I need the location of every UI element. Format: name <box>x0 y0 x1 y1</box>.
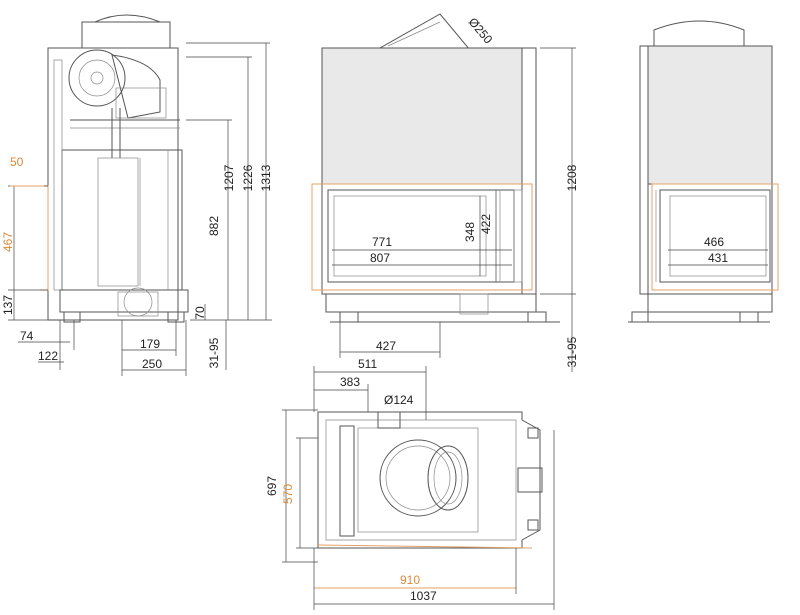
dim-383: 383 <box>340 375 360 389</box>
top-view-dimensions <box>282 366 555 610</box>
dim-427: 427 <box>376 339 396 353</box>
dim-570: 570 <box>281 484 295 504</box>
dim-466: 466 <box>704 235 724 249</box>
side-view-dimensions <box>8 42 272 376</box>
front-view-dimensions <box>332 47 576 372</box>
dim-1208: 1208 <box>565 164 579 191</box>
dim-31-95-a: 31-95 <box>207 337 221 368</box>
dim-74: 74 <box>20 329 34 343</box>
dim-511: 511 <box>358 357 377 371</box>
dim-1313: 1313 <box>259 164 273 191</box>
front-view <box>311 13 560 323</box>
dim-1207: 1207 <box>222 164 236 191</box>
dim-771: 771 <box>372 235 392 249</box>
dim-697: 697 <box>265 476 279 496</box>
dim-50: 50 <box>10 155 24 169</box>
dim-431: 431 <box>708 251 728 265</box>
dim-diameter-124: Ø124 <box>384 393 414 407</box>
right-view <box>628 20 779 323</box>
side-view <box>40 14 189 323</box>
dim-diameter-250: Ø250 <box>466 15 496 47</box>
dim-1037: 1037 <box>410 589 437 603</box>
dim-179: 179 <box>140 337 160 351</box>
dim-137: 137 <box>1 295 15 315</box>
dim-348: 348 <box>463 222 477 242</box>
dim-70: 70 <box>193 306 207 320</box>
right-view-dimensions <box>668 249 768 266</box>
dim-31-95-b: 31-95 <box>565 336 579 367</box>
dim-1226: 1226 <box>241 164 255 191</box>
dim-122: 122 <box>38 349 58 363</box>
dim-910: 910 <box>400 573 420 587</box>
dim-422: 422 <box>479 214 493 234</box>
dim-467: 467 <box>1 232 15 252</box>
dim-882: 882 <box>207 216 221 236</box>
top-view <box>317 411 543 549</box>
dim-807: 807 <box>370 251 390 265</box>
dim-250-side: 250 <box>142 357 162 371</box>
